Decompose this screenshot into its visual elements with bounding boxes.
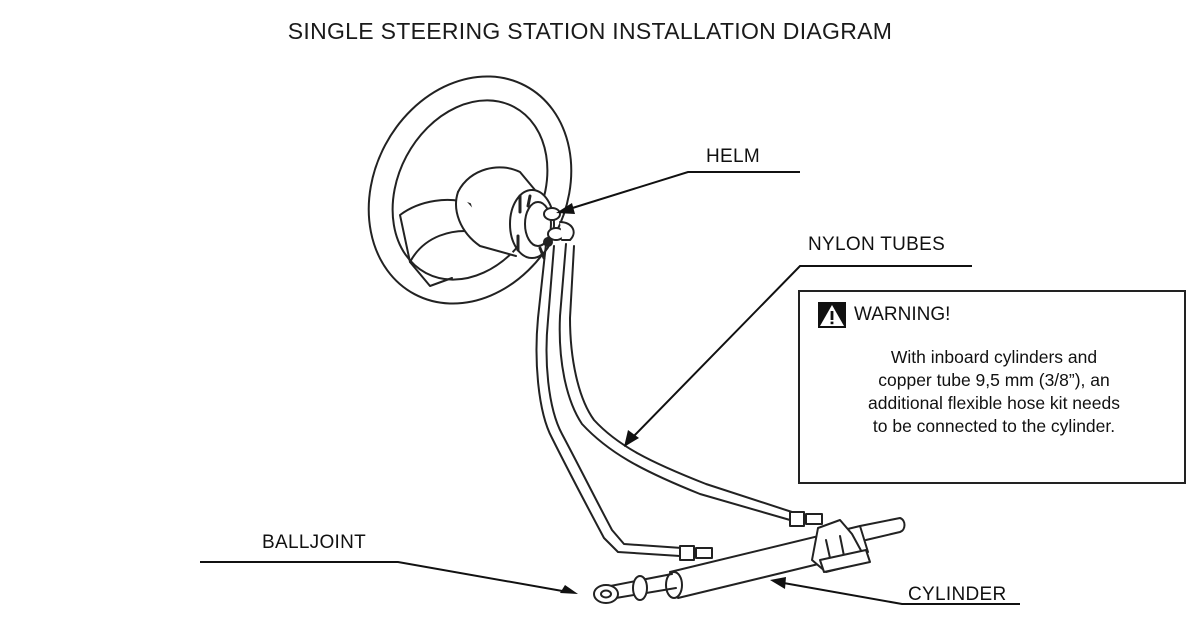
warning-line: to be connected to the cylinder. bbox=[872, 416, 1116, 436]
warning-heading: WARNING! bbox=[854, 304, 951, 325]
nylon-leader bbox=[629, 265, 972, 441]
nylon-arrow bbox=[624, 430, 639, 447]
hose-fittings bbox=[679, 511, 823, 561]
helm-unit bbox=[455, 166, 575, 260]
balljoint-end bbox=[593, 584, 619, 604]
warning-box: WARNING! With inboard cylinders and copp… bbox=[798, 290, 1186, 484]
diagram-title: SINGLE STEERING STATION INSTALLATION DIA… bbox=[287, 18, 893, 44]
hydraulic-cylinder bbox=[599, 517, 906, 601]
warning-text: With inboard cylinders and copper tube 9… bbox=[800, 346, 1188, 438]
helm-arrow bbox=[556, 203, 575, 214]
balljoint-leader bbox=[200, 561, 569, 593]
balljoint-arrow bbox=[560, 585, 578, 594]
label-helm: HELM bbox=[706, 146, 760, 167]
label-cylinder: CYLINDER bbox=[908, 584, 1007, 605]
nylon-tubes bbox=[535, 243, 793, 557]
warning-triangle-icon bbox=[818, 302, 846, 328]
label-nylon-tubes: NYLON TUBES bbox=[808, 234, 946, 255]
cylinder-arrow bbox=[770, 577, 786, 589]
helm-leader bbox=[565, 171, 800, 211]
warning-line: With inboard cylinders and bbox=[890, 347, 1098, 367]
warning-header: WARNING! bbox=[818, 302, 950, 328]
warning-line: copper tube 9,5 mm (3/8”), an bbox=[878, 370, 1110, 390]
cylinder-leader bbox=[777, 581, 1020, 605]
warning-line: additional flexible hose kit needs bbox=[868, 393, 1120, 413]
label-balljoint: BALLJOINT bbox=[262, 532, 367, 553]
